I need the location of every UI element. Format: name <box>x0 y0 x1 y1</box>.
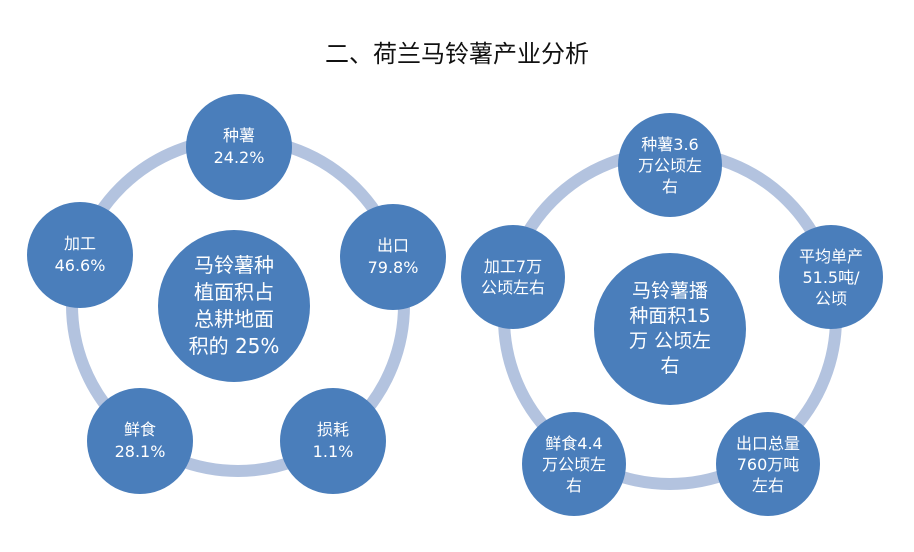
left-center-line: 积的 25% <box>188 334 280 358</box>
node-line: 右 <box>565 475 582 495</box>
node-label: 加工 <box>63 234 96 253</box>
left-center-line: 马铃薯种 <box>194 253 274 277</box>
node-line: 平均单产 <box>798 246 863 266</box>
node-line: 右 <box>661 176 678 196</box>
right-center-line: 万 公顷左 <box>628 330 712 352</box>
left-node-fresh: 鲜食 28.1% <box>87 388 193 494</box>
right-node-fresh: 鲜食4.4 万公顷左 右 <box>522 412 626 516</box>
node-line: 左右 <box>751 475 784 495</box>
node-value: 46.6% <box>54 256 106 275</box>
node-line: 公顷左右 <box>480 278 545 297</box>
node-line: 万公顷左 <box>637 155 702 175</box>
node-label: 损耗 <box>316 420 349 439</box>
right-center-node: 马铃薯播 种面积15 万 公顷左 右 <box>594 253 746 405</box>
left-center-line: 总耕地面 <box>194 307 274 331</box>
right-center-line: 种面积15 <box>629 305 711 327</box>
left-node-processing: 加工 46.6% <box>27 202 133 308</box>
page-title: 二、荷兰马铃薯产业分析 <box>325 40 589 68</box>
node-line: 出口总量 <box>735 433 800 453</box>
node-label: 鲜食 <box>123 420 156 439</box>
node-line: 加工7万 <box>483 257 543 276</box>
right-center-line: 右 <box>660 355 680 377</box>
node-line: 鲜食4.4 <box>545 433 603 453</box>
node-value: 1.1% <box>312 442 354 461</box>
right-node-export-total: 出口总量 760万吨 左右 <box>716 412 820 516</box>
node-line: 51.5吨/ <box>802 267 860 287</box>
right-node-processing: 加工7万 公顷左右 <box>461 225 565 329</box>
left-node-export: 出口 79.8% <box>340 204 446 310</box>
node-value: 28.1% <box>114 442 166 461</box>
left-node-loss: 损耗 1.1% <box>280 388 386 494</box>
node-line: 760万吨 <box>736 454 800 474</box>
right-node-average-yield: 平均单产 51.5吨/ 公顷 <box>779 225 883 329</box>
node-line: 公顷 <box>814 288 847 308</box>
right-node-seed-potato: 种薯3.6 万公顷左 右 <box>618 113 722 217</box>
node-value: 24.2% <box>213 148 265 167</box>
left-node-seed-potato: 种薯 24.2% <box>186 94 292 200</box>
left-center-line: 植面积占 <box>194 280 274 304</box>
node-label: 出口 <box>376 236 409 255</box>
node-label: 种薯 <box>222 126 255 145</box>
node-line: 种薯3.6 <box>641 134 699 154</box>
left-center-node: 马铃薯种 植面积占 总耕地面 积的 25% <box>158 230 310 382</box>
node-line: 万公顷左 <box>541 454 606 474</box>
node-value: 79.8% <box>367 258 419 277</box>
right-center-line: 马铃薯播 <box>631 280 708 302</box>
